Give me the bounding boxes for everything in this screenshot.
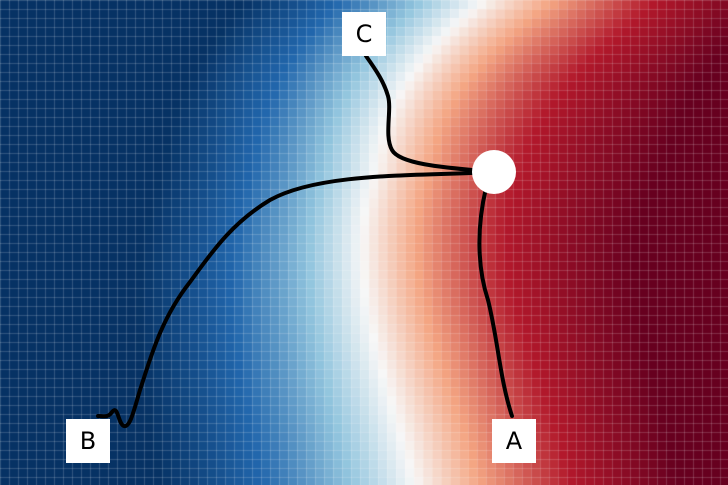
path-to-b [96, 170, 496, 429]
endpoint-label-a: A [492, 419, 536, 463]
start-point-marker [472, 150, 516, 194]
path-to-c [364, 54, 496, 174]
endpoint-label-c: C [342, 12, 386, 56]
endpoint-label-b: B [66, 419, 110, 463]
path-to-a [477, 186, 514, 418]
